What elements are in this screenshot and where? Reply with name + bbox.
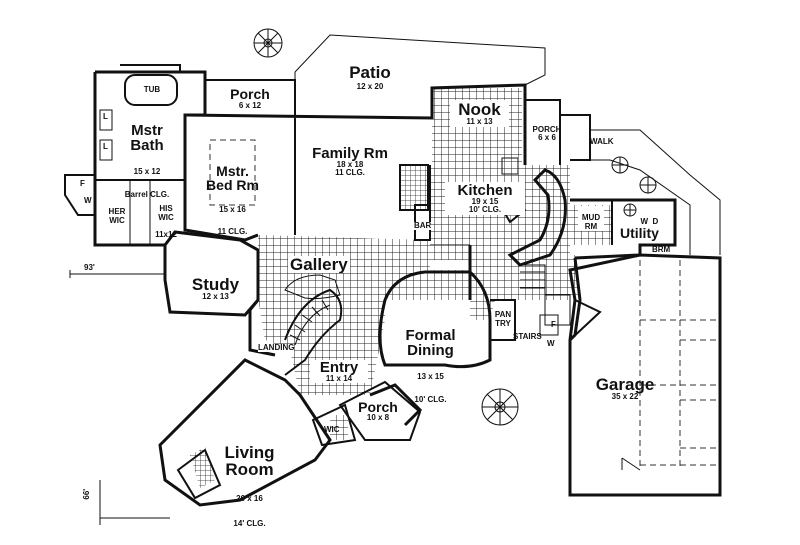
room-garage: Garage 35 x 22: [585, 376, 665, 401]
room-size: 13 x 15: [417, 372, 444, 381]
room-name: Kitchen: [457, 182, 513, 199]
room-name: HER WIC: [108, 207, 126, 225]
room-kitchen: Kitchen 19 x 15 10' CLG.: [445, 182, 525, 215]
room-family-rm: Family Rm 18 x 18 11 CLG.: [300, 146, 400, 177]
room-note: 10' CLG.: [468, 205, 502, 214]
room-name: BRM: [652, 245, 671, 254]
room-porch-back: Porch 6 x 12: [220, 87, 280, 110]
room-name: Formal Dining: [405, 327, 456, 359]
room-size: 15 x 16: [219, 205, 246, 214]
room-name: Living Room: [224, 443, 275, 479]
room-name: MUD RM: [581, 213, 601, 231]
room-size: 10 x 8: [366, 413, 390, 422]
room-porch-side: PORCH 6 x 6: [530, 125, 564, 143]
marker-f-left: F: [80, 179, 85, 188]
room-mstr-bedrm: Mstr. Bed Rm 15 x 16 11 CLG.: [200, 150, 265, 250]
room-nook: Nook 11 x 13: [450, 100, 509, 127]
room-name: WIC: [324, 425, 340, 434]
room-landing: LANDING: [258, 343, 295, 353]
room-bar: BAR: [414, 221, 432, 231]
room-mud-rm: MUD RM: [578, 206, 604, 232]
room-name: Porch: [358, 399, 398, 415]
room-size: 18 x 18: [336, 160, 364, 169]
room-name: BAR: [414, 221, 432, 230]
room-size: 11 x 13: [466, 117, 493, 126]
room-entry: Entry 11 x 14: [310, 360, 368, 383]
room-gallery: Gallery: [288, 256, 350, 273]
room-name: Study: [191, 275, 240, 294]
room-mstr-bath: Mstr Bath 15 x 12 Barrel CLG.: [112, 108, 182, 214]
room-name: Mstr Bath: [130, 122, 164, 154]
room-note: 11 CLG.: [335, 168, 365, 177]
room-name: STAIRS: [513, 332, 542, 341]
room-walk: WALK: [590, 137, 614, 146]
marker-l-lower: L: [103, 142, 108, 151]
room-her-wic: HER WIC: [104, 200, 130, 225]
room-his-wic: HIS WIC 11x12: [150, 197, 182, 247]
room-wic-front: WIC: [324, 425, 340, 434]
room-name: WALK: [590, 137, 614, 146]
marker-w-left: W: [84, 196, 92, 205]
room-size: 11 x 14: [325, 374, 353, 383]
room-name: Utility: [620, 225, 659, 241]
room-pan-try: PAN TRY: [492, 303, 514, 328]
room-name: PAN TRY: [494, 310, 512, 328]
room-name: Garage: [595, 375, 655, 394]
room-stairs: STAIRS: [513, 332, 542, 341]
room-name: LANDING: [258, 343, 295, 352]
room-name: Patio: [349, 63, 391, 82]
room-formal-dining: Formal Dining 13 x 15 10' CLG.: [393, 313, 468, 419]
dimension-depth: 66': [82, 488, 92, 500]
room-patio: Patio 12 x 20: [330, 64, 410, 91]
exterior-walls: [64, 34, 722, 525]
room-name: Gallery: [290, 255, 348, 274]
room-name: Nook: [458, 100, 501, 119]
marker-l-upper: L: [103, 112, 108, 121]
marker-f-right: F: [551, 320, 556, 329]
room-porch-front: Porch 10 x 8: [350, 400, 406, 422]
room-size: 20 x 16: [236, 494, 263, 503]
room-name: Porch: [230, 86, 270, 102]
room-tub: TUB: [137, 85, 167, 94]
room-note: 14' CLG.: [233, 519, 266, 528]
room-size: 11x12: [155, 229, 177, 239]
marker-w-right: W: [547, 339, 555, 348]
room-brm: BRM: [652, 245, 671, 254]
room-size: 6 x 6: [538, 133, 556, 143]
room-note: 11 CLG.: [217, 227, 248, 236]
room-name: PORCH: [532, 125, 562, 134]
room-living-room: Living Room 20 x 16 14' CLG.: [212, 427, 287, 545]
room-size: 12 x 13: [202, 292, 229, 301]
room-size: 12 x 20: [356, 82, 384, 91]
room-name: HIS WIC: [158, 204, 174, 222]
room-name: W D: [640, 217, 659, 227]
tree-symbols: [253, 28, 657, 426]
room-name: Entry: [319, 359, 359, 376]
room-size: 19 x 15: [471, 197, 499, 206]
room-size: 35 x 22: [611, 392, 639, 401]
dimension-width: 93': [84, 263, 95, 272]
room-w-d: W D: [636, 210, 658, 227]
room-size: 6 x 12: [238, 101, 262, 110]
room-size: 15 x 12: [133, 167, 161, 176]
room-utility: Utility: [620, 226, 659, 240]
room-note: 10' CLG.: [414, 395, 447, 404]
room-name: Mstr. Bed Rm: [206, 163, 259, 193]
room-name: TUB: [143, 85, 161, 94]
room-note: Barrel CLG.: [124, 190, 170, 199]
room-study: Study 12 x 13: [183, 276, 248, 301]
room-name: Family Rm: [312, 145, 388, 162]
